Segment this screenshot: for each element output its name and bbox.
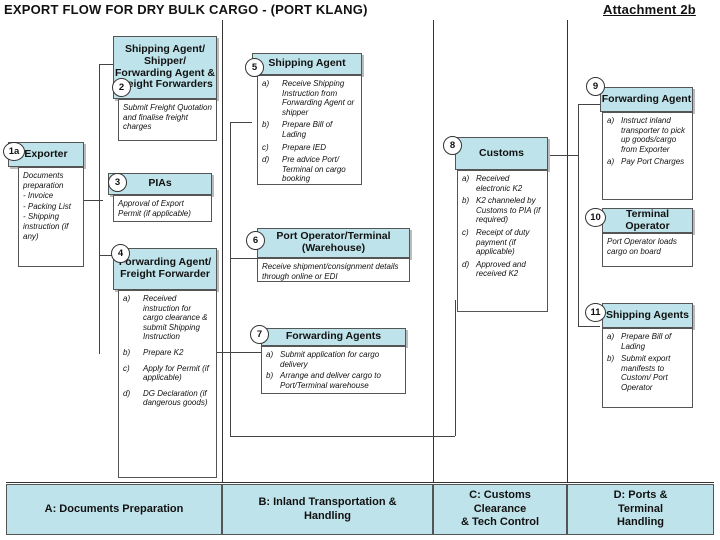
connector-line — [230, 122, 231, 436]
customs-8-header: Customs — [455, 137, 548, 170]
step-number-badge: 3 — [108, 173, 127, 192]
step-number-badge: 2 — [112, 78, 131, 97]
connector-line — [230, 258, 257, 259]
terminal-operator-10-body: Port Operator loads cargo on board — [602, 233, 693, 267]
port-operator-6-text: Receive shipment/consignment details thr… — [262, 262, 399, 281]
phase-d-label: D: Ports & Terminal Handling — [567, 484, 714, 535]
terminal-operator-10-text: Port Operator loads cargo on board — [607, 237, 677, 256]
column-divider — [433, 20, 434, 482]
list-item: b)Prepare Bill of Lading — [262, 120, 333, 139]
forwarding-agent-4-body: a)Received instruction for cargo clearan… — [118, 290, 217, 478]
list-item: a)Submit application for cargo delivery — [266, 350, 380, 369]
port-operator-6-header: Port Operator/Terminal (Warehouse) — [257, 228, 410, 258]
list-item: a)Instruct inland transporter to pick up… — [607, 116, 686, 154]
list-item: b)Prepare K2 — [123, 347, 184, 357]
page-title: EXPORT FLOW FOR DRY BULK CARGO - (PORT K… — [4, 2, 368, 17]
connector-line — [578, 104, 600, 105]
column-divider — [567, 20, 568, 482]
step-number-badge: 9 — [586, 77, 605, 96]
list-item: a)Received electronic K2 — [462, 174, 523, 193]
list-item: c)Apply for Permit (if applicable) — [123, 363, 209, 383]
list-item: b)Submit export manifests to Custom/ Por… — [607, 354, 671, 392]
list-item: b)K2 channeled by Customs to PIA (if req… — [462, 196, 541, 225]
connector-line — [99, 64, 113, 65]
forwarding-agent-9-title: Forwarding Agent — [601, 92, 692, 105]
shipping-agent-2-title: Shipping Agent/ Shipper/ Forwarding Agen… — [115, 43, 215, 91]
exporter-line: - Invoice — [23, 191, 54, 201]
step-number-badge: 8 — [443, 136, 462, 155]
connector-line — [548, 155, 578, 156]
list-item: a)Prepare Bill of Lading — [607, 332, 672, 351]
forwarding-agent-9-header: Forwarding Agent — [600, 87, 693, 112]
shipping-agent-5-body: a)Receive Shipping Instruction from Forw… — [257, 75, 362, 185]
exporter-line: - Shipping instruction (if any) — [23, 212, 69, 241]
connector-line — [455, 300, 456, 436]
column-divider — [222, 20, 223, 482]
list-item: a)Received instruction for cargo clearan… — [123, 294, 208, 342]
connector-line — [230, 122, 252, 123]
exporter-line: Documents preparation — [23, 171, 64, 190]
step-number-badge: 1a — [3, 142, 25, 161]
connector-line — [83, 200, 103, 201]
exporter-line: - Packing List — [23, 201, 72, 211]
pias-title: PIAs — [148, 177, 172, 190]
step-number-badge: 10 — [585, 208, 606, 227]
list-item: d)Approved and received K2 — [462, 259, 526, 279]
shipping-agent-5-title: Shipping Agent — [268, 57, 346, 70]
terminal-operator-10-header: Terminal Operator — [602, 208, 693, 233]
step-number-badge: 5 — [245, 58, 264, 77]
list-item: c)Receipt of duty payment (if applicable… — [462, 227, 530, 257]
list-item: d)DG Declaration (if dangerous goods) — [123, 388, 208, 408]
forwarding-agents-7-title: Forwarding Agents — [285, 330, 382, 343]
attachment-label: Attachment 2b — [603, 2, 696, 17]
pias-body: Approval of Export Permit (if applicable… — [113, 195, 212, 222]
phase-b-label: B: Inland Transportation & Handling — [222, 484, 433, 535]
forwarding-agent-9-body: a)Instruct inland transporter to pick up… — [602, 112, 693, 200]
phase-top-border — [6, 482, 714, 483]
customs-8-title: Customs — [479, 146, 524, 159]
list-item: a)Receive Shipping Instruction from Forw… — [262, 79, 355, 117]
port-operator-6-body: Receive shipment/consignment details thr… — [257, 258, 410, 282]
exporter-title: Exporter — [24, 147, 68, 160]
connector-line — [578, 104, 579, 326]
list-item: b)Arrange and deliver cargo to Port/Term… — [266, 371, 381, 390]
phase-c-label: C: Customs Clearance & Tech Control — [433, 484, 567, 535]
forwarding-agents-7-body: a)Submit application for cargo delivery … — [261, 346, 406, 394]
connector-line — [99, 64, 100, 354]
shipping-agents-11-body: a)Prepare Bill of Lading b)Submit export… — [602, 328, 693, 408]
connector-line — [578, 326, 600, 327]
forwarding-agent-4-title: Forwarding Agent/ Freight Forwarder — [118, 256, 212, 280]
exporter-body: Documents preparation - Invoice - Packin… — [18, 167, 84, 267]
pias-text: Approval of Export Permit (if applicable… — [118, 199, 191, 218]
step-number-badge: 7 — [250, 325, 269, 344]
shipping-agent-2-text: Submit Freight Quotation and finalise fr… — [123, 103, 212, 132]
shipping-agent-2-body: Submit Freight Quotation and finalise fr… — [118, 99, 217, 141]
shipping-agents-11-header: Shipping Agents — [602, 303, 693, 328]
list-item: d)Pre advice Port/ Terminal on cargo boo… — [262, 155, 346, 184]
list-item: c)Prepare IED — [262, 142, 327, 152]
connector-line — [99, 255, 113, 256]
forwarding-agent-4-header: Forwarding Agent/ Freight Forwarder — [113, 248, 217, 290]
step-number-badge: 11 — [585, 303, 606, 322]
list-item: a)Pay Port Charges — [607, 157, 685, 167]
shipping-agents-11-title: Shipping Agents — [605, 308, 690, 321]
forwarding-agents-7-header: Forwarding Agents — [261, 328, 406, 346]
connector-line — [230, 436, 455, 437]
terminal-operator-10-title: Terminal Operator — [625, 207, 670, 232]
customs-8-body: a)Received electronic K2 b)K2 channeled … — [457, 170, 548, 312]
port-operator-6-title: Port Operator/Terminal (Warehouse) — [276, 230, 391, 254]
phase-a-label: A: Documents Preparation — [6, 484, 222, 535]
step-number-badge: 4 — [111, 244, 130, 263]
step-number-badge: 6 — [246, 231, 265, 250]
connector-line — [217, 352, 261, 353]
shipping-agent-5-header: Shipping Agent — [252, 53, 362, 75]
